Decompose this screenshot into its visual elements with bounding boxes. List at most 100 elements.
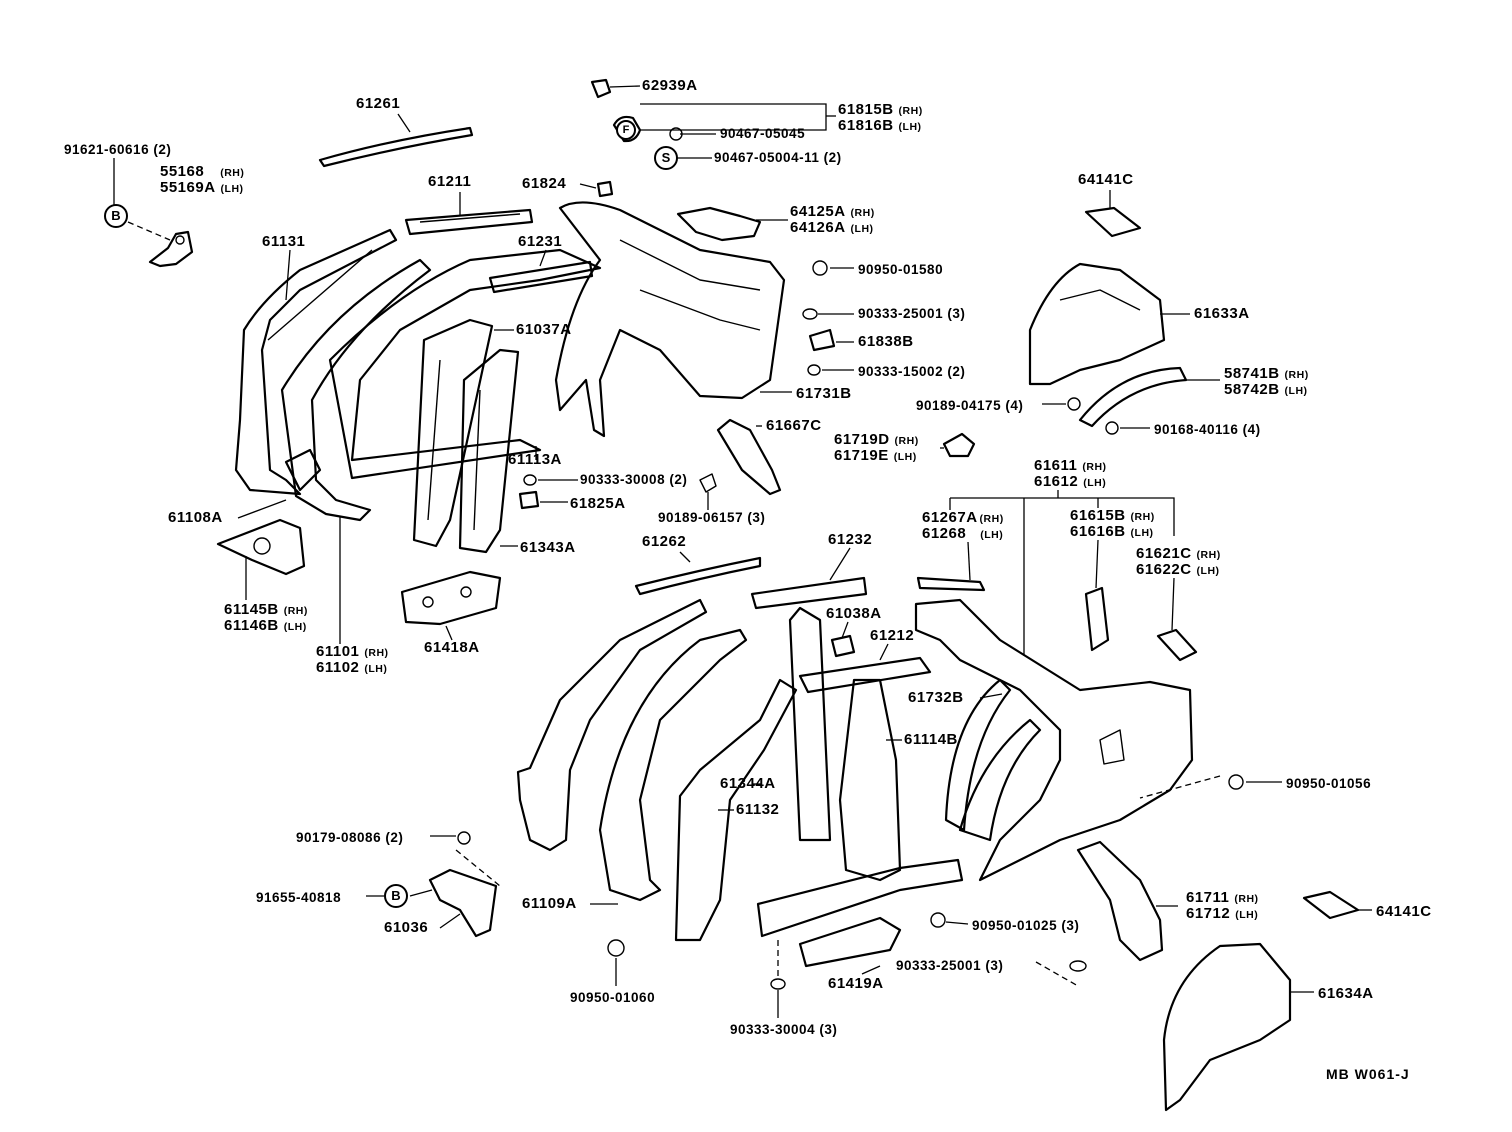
part-61343A-center-pillar: [458, 348, 520, 554]
part-61212-roof-rear: [798, 656, 932, 694]
label-61711: 61711(RH): [1186, 889, 1259, 906]
label-61102: 61102(LH): [316, 659, 388, 676]
part-61732B-quarter-inner-lower: [944, 678, 1042, 842]
label-90467-05004: 90467-05004-11 (2): [714, 150, 842, 165]
part-61037A-pillar: [412, 318, 494, 548]
label-61419A: 61419A: [828, 975, 884, 992]
label-61732B: 61732B: [908, 689, 964, 706]
part-61418A-rocker-reinforcement: [400, 570, 502, 626]
label-61667C: 61667C: [766, 417, 822, 434]
label-62939A: 62939A: [642, 77, 698, 94]
part-64141C-pad-top: [1084, 206, 1142, 238]
part-61611-quarter-panel: [914, 598, 1194, 882]
callout-b-symbol: B: [104, 204, 128, 228]
callout-f-symbol: F: [616, 120, 636, 140]
label-61615B: 61615B(RH): [1070, 507, 1155, 524]
part-61621C-bracket: [1156, 628, 1198, 662]
label-90333-25001-top: 90333-25001 (3): [858, 306, 966, 321]
label-61719D: 61719D(RH): [834, 431, 919, 448]
label-90189-06157: 90189-06157 (3): [658, 510, 766, 525]
part-61101-body-side-outer: [280, 248, 602, 522]
label-58742B: 58742B(LH): [1224, 381, 1308, 398]
label-90333-30004: 90333-30004 (3): [730, 1022, 838, 1037]
part-61232-roof-side: [750, 576, 868, 610]
label-90950-01060: 90950-01060: [570, 990, 656, 1005]
part-61731B-quarter-inner: [554, 201, 786, 438]
label-64125A: 64125A(RH): [790, 203, 875, 220]
label-61114B: 61114B: [904, 731, 958, 748]
label-61231: 61231: [518, 233, 563, 250]
label-61612: 61612(LH): [1034, 473, 1107, 490]
label-90467-05045: 90467-05045: [720, 126, 806, 141]
label-61418A: 61418A: [424, 639, 480, 656]
part-61114B-center-pillar: [788, 606, 902, 882]
part-61711-extension: [1076, 840, 1164, 962]
callout-b-symbol-lower: B: [384, 884, 408, 908]
part-61615B-bracket: [1084, 586, 1110, 652]
part-61038A-clip: [830, 634, 856, 658]
label-61712: 61712(LH): [1186, 905, 1259, 922]
part-61231-roof-side-rail: [488, 260, 594, 294]
label-61101: 61101(RH): [316, 643, 389, 660]
label-61036: 61036: [384, 919, 429, 936]
part-64141C-pad-bottom: [1302, 890, 1360, 920]
part-61131-front-pillar-outer: [234, 228, 398, 496]
label-61616B: 61616B(LH): [1070, 523, 1154, 540]
label-55168: 55168(RH): [160, 163, 245, 180]
part-61211-roof-front: [404, 208, 534, 236]
part-61261-roof-rail: [318, 126, 474, 168]
label-61037A: 61037A: [516, 321, 572, 338]
part-58741B-wheelhouse-liner: [1078, 366, 1188, 428]
label-61621C: 61621C(RH): [1136, 545, 1221, 562]
drawing-reference-stamp: MB W061-J: [1326, 1066, 1410, 1082]
label-90333-30008: 90333-30008 (2): [580, 472, 688, 487]
label-61262: 61262: [642, 533, 687, 550]
part-61419A-rocker-inner: [756, 858, 964, 968]
label-61132: 61132: [736, 801, 780, 818]
label-61838B: 61838B: [858, 333, 914, 350]
label-61719E: 61719E(LH): [834, 447, 917, 464]
part-61262-roof-rail: [634, 556, 762, 596]
leader-lines: [113, 85, 1372, 1018]
label-58741B: 58741B(RH): [1224, 365, 1309, 382]
part-61634A-wheelhouse-lower: [1162, 942, 1292, 1112]
label-90950-01025: 90950-01025 (3): [972, 918, 1080, 933]
label-61267A: 61267A(RH): [922, 509, 1004, 526]
label-61268: 61268(LH): [922, 525, 1004, 542]
label-55169A: 55169A(LH): [160, 179, 244, 196]
part-64125A-bracket: [676, 206, 762, 242]
label-61622C: 61622C(LH): [1136, 561, 1220, 578]
label-90179-08086: 90179-08086 (2): [296, 830, 404, 845]
part-61344A-center-pillar-inner: [674, 678, 798, 942]
label-61611: 61611(RH): [1034, 457, 1107, 474]
label-61131: 61131: [262, 233, 306, 250]
label-64141C-bottom: 64141C: [1376, 903, 1432, 920]
part-61108A-gusset: [284, 448, 322, 492]
part-62939A-clip: [590, 78, 612, 99]
part-61667C-bracket: [716, 418, 782, 496]
label-61261: 61261: [356, 95, 401, 112]
part-61145B-bracket: [216, 518, 306, 576]
label-64141C-top: 64141C: [1078, 171, 1134, 188]
callout-s-symbol: S: [654, 146, 678, 170]
part-61633A-wheelhouse: [1028, 262, 1166, 386]
label-90950-01580: 90950-01580: [858, 262, 944, 277]
part-55168-bracket: [148, 230, 194, 268]
label-90168-40116: 90168-40116 (4): [1154, 422, 1261, 437]
label-61109A: 61109A: [522, 895, 577, 912]
part-61036-bracket: [428, 868, 498, 938]
label-61825A: 61825A: [570, 495, 626, 512]
label-61634A: 61634A: [1318, 985, 1374, 1002]
part-61838B-patch: [808, 328, 836, 352]
label-91655-40818: 91655-40818: [256, 890, 342, 905]
label-90333-15002: 90333-15002 (2): [858, 364, 966, 379]
label-90333-25001-bottom: 90333-25001 (3): [896, 958, 1004, 973]
part-61719D-bracket: [942, 432, 976, 458]
part-61824-clip: [596, 180, 614, 198]
label-64126A: 64126A(LH): [790, 219, 874, 236]
label-61145B: 61145B(RH): [224, 601, 308, 618]
label-61731B: 61731B: [796, 385, 852, 402]
label-61344A: 61344A: [720, 775, 776, 792]
